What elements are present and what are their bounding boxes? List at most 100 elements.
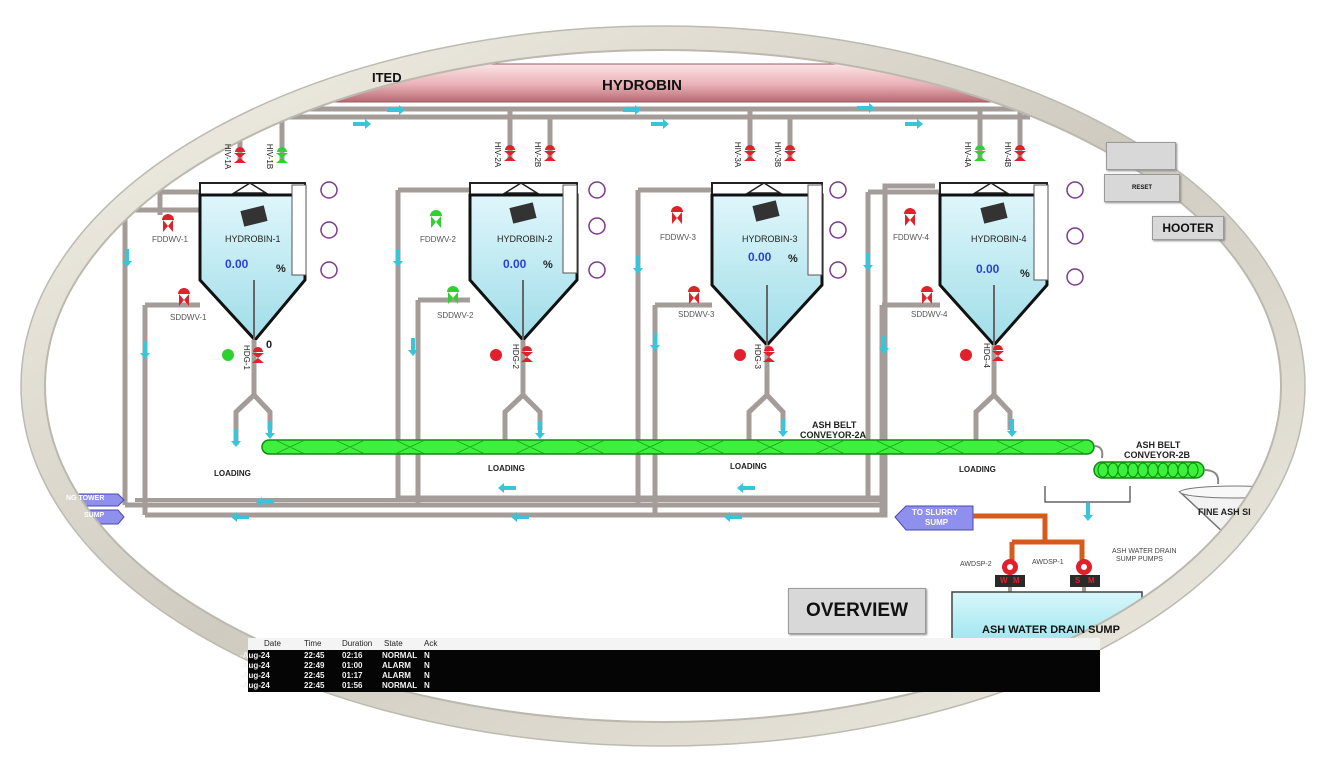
- alarm-table: Date Time Duration State Ack -Aug-24 22:…: [240, 638, 1100, 692]
- hdg-4-status-dot: [960, 349, 972, 361]
- awdsp-2-pump[interactable]: [995, 559, 1025, 587]
- sddwv-3-label: SDDWV-3: [678, 310, 715, 319]
- col-duration[interactable]: Duration: [342, 639, 373, 648]
- hiv-1b-label: HIV-1B: [265, 143, 275, 170]
- row-duration: 01:00: [342, 661, 363, 670]
- row-ack: N: [424, 681, 430, 690]
- loading-2-label: LOADING: [488, 464, 525, 473]
- page-title: HYDROBIN: [602, 77, 683, 94]
- hooter-button[interactable]: HOOTER: [1152, 216, 1224, 240]
- loading-3-label: LOADING: [730, 462, 767, 471]
- row-state: ALARM: [382, 671, 411, 680]
- hdg-2-status-dot: [490, 349, 502, 361]
- row-time: 22:45: [304, 681, 325, 690]
- fddwv-1-label: FDDWV-1: [152, 235, 188, 244]
- hydrobin-2: [468, 182, 579, 343]
- overview-button[interactable]: OVERVIEW: [788, 588, 926, 634]
- row-ack: N: [424, 671, 430, 680]
- to-slurry-sump-line2: SUMP: [925, 518, 949, 527]
- stray-mark: 0: [266, 339, 273, 351]
- hdg-4-label: HDG-4: [981, 343, 991, 368]
- ash-belt-conveyor-2b: [1093, 461, 1220, 485]
- col-time[interactable]: Time: [304, 639, 322, 648]
- sddwv-4-label: SDDWV-4: [911, 310, 948, 319]
- hdg-1-label: HDG-1: [241, 345, 251, 370]
- hdg-3-status-dot: [734, 349, 746, 361]
- hydrobin-4-unit: %: [1020, 268, 1030, 280]
- hydrobin-1-unit: %: [276, 263, 286, 275]
- hydrobin-4-name: HYDROBIN-4: [971, 234, 1027, 244]
- awdsp-2-label: AWDSP-2: [960, 561, 992, 568]
- frame-rim: [21, 26, 1305, 746]
- hydrobin-2-level: 0.00: [503, 257, 527, 271]
- hiv-2a-label: HIV-2A: [493, 141, 503, 168]
- alarm-table-body: -Aug-24 22:45 02:16 NORMAL N -Aug-24 22:…: [240, 650, 1100, 692]
- cooling-tower-tag-label[interactable]: NG TOWER: [66, 495, 105, 502]
- ash-belt-conveyor-2a: [261, 439, 1104, 459]
- table-row[interactable]: -Aug-24 22:45 01:56 NORMAL N: [240, 681, 1100, 691]
- sump-tag-label[interactable]: SUMP: [84, 512, 105, 519]
- pumps-caption-line2: SUMP PUMPS: [1116, 556, 1163, 563]
- col-ack[interactable]: Ack: [424, 639, 438, 648]
- fddwv-3-label: FDDWV-3: [660, 233, 696, 242]
- hydrobin-3-level: 0.00: [748, 250, 772, 264]
- row-duration: 01:56: [342, 681, 363, 690]
- hiv-4a-label: HIV-4A: [963, 141, 973, 168]
- row-duration: 01:17: [342, 671, 363, 680]
- awdsp-1-pump[interactable]: [1070, 559, 1100, 587]
- table-row[interactable]: -Aug-24 22:45 01:17 ALARM N: [240, 671, 1100, 681]
- row-time: 22:49: [304, 661, 325, 670]
- hydrobin-2-unit: %: [543, 259, 553, 271]
- pumps-caption-line1: ASH WATER DRAIN: [1112, 548, 1177, 555]
- hiv-3a-label: HIV-3A: [733, 141, 743, 168]
- hydrobin-3-name: HYDROBIN-3: [742, 234, 798, 244]
- awdsp-1-label: AWDSP-1: [1032, 559, 1064, 566]
- hydrobin-1-level: 0.00: [225, 257, 249, 271]
- loading-4-label: LOADING: [959, 465, 996, 474]
- row-state: NORMAL: [382, 681, 418, 690]
- awdsp-2-w-indicator: W: [1000, 576, 1008, 585]
- table-row[interactable]: -Aug-24 22:49 01:00 ALARM N: [240, 661, 1100, 671]
- row-date: -Aug-24: [240, 651, 270, 660]
- row-ack: N: [424, 661, 430, 670]
- loading-1-label: LOADING: [214, 469, 251, 478]
- hydrobin-1-name: HYDROBIN-1: [225, 234, 281, 244]
- ash-water-drain-sump-label: ASH WATER DRAIN SUMP: [982, 624, 1120, 636]
- table-row[interactable]: -Aug-24 22:45 02:16 NORMAL N: [240, 651, 1100, 661]
- hdg-2-label: HDG-2: [510, 344, 520, 369]
- level-indicators: [320, 181, 1084, 286]
- awdsp-1-s-indicator: S: [1075, 576, 1081, 585]
- hydrobin-4-level: 0.00: [976, 262, 1000, 276]
- awdsp-1-m-indicator: M: [1088, 576, 1095, 585]
- hydrobin-3: [710, 182, 824, 348]
- fddwv-2-label: FDDWV-2: [420, 235, 456, 244]
- row-date: -Aug-24: [240, 661, 270, 670]
- row-duration: 02:16: [342, 651, 363, 660]
- sddwv-2-label: SDDWV-2: [437, 311, 474, 320]
- sddwv-1-label: SDDWV-1: [170, 313, 207, 322]
- col-date[interactable]: Date: [264, 639, 281, 648]
- hiv-1a-label: HIV-1A: [223, 143, 233, 170]
- chute-bracket: [1044, 486, 1131, 503]
- fddwv-4-label: FDDWV-4: [893, 233, 929, 242]
- header-left-fragment: ITED: [372, 70, 402, 85]
- hiv-4b-label: HIV-4B: [1003, 141, 1013, 168]
- hydrobin-4: [938, 182, 1049, 348]
- hdg-1-status-dot: [222, 349, 234, 361]
- hdg-3-label: HDG-3: [752, 344, 762, 369]
- col-state[interactable]: State: [384, 639, 403, 648]
- conveyor-2b-label-line1: ASH BELT: [1136, 440, 1181, 450]
- conveyor-2a-label-line1: ASH BELT: [812, 420, 857, 430]
- awdsp-2-m-indicator: M: [1013, 576, 1020, 585]
- row-state: ALARM: [382, 661, 411, 670]
- slurry-pipes: [973, 513, 1085, 560]
- hiv-2b-label: HIV-2B: [533, 141, 543, 168]
- row-time: 22:45: [304, 651, 325, 660]
- hiv-3b-label: HIV-3B: [773, 141, 783, 168]
- row-time: 22:45: [304, 671, 325, 680]
- conveyor-2b-label-line2: CONVEYOR-2B: [1124, 450, 1191, 460]
- to-slurry-sump-line1: TO SLURRY: [912, 508, 958, 517]
- reset-button[interactable]: RESET: [1104, 174, 1180, 202]
- row-state: NORMAL: [382, 651, 418, 660]
- control-panel-button[interactable]: [1106, 142, 1176, 170]
